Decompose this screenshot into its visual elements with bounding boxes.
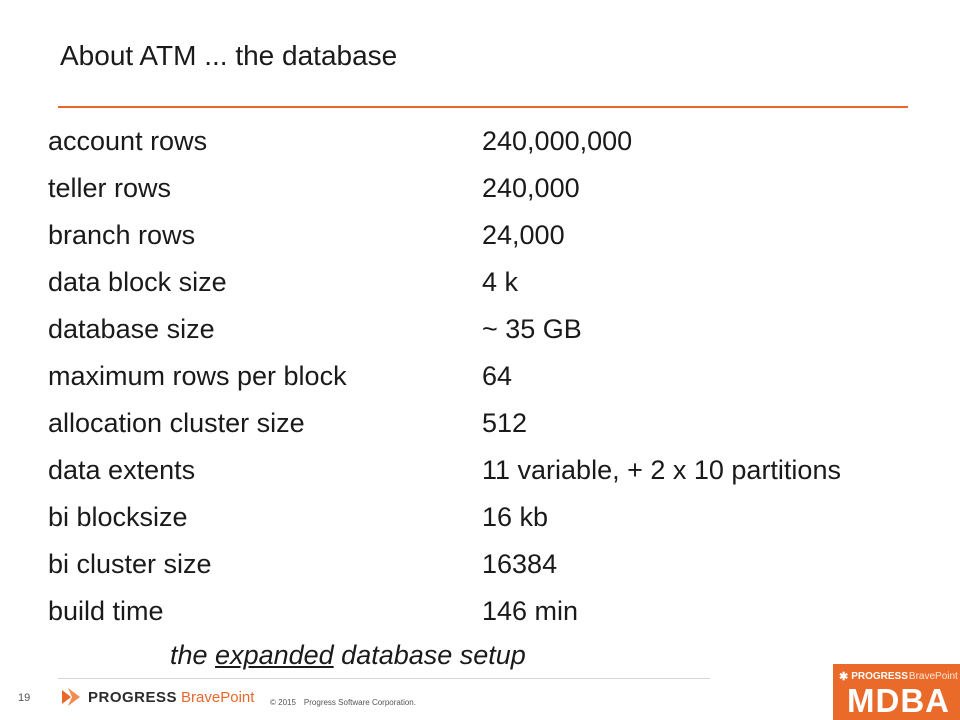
spec-value: ~ 35 GB bbox=[482, 314, 582, 344]
badge-brand-primary: PROGRESS bbox=[851, 671, 908, 682]
spec-row: teller rows 240,000 bbox=[48, 165, 928, 212]
spec-label: data block size bbox=[48, 267, 227, 297]
footer-divider bbox=[58, 678, 710, 679]
spec-label: allocation cluster size bbox=[48, 408, 305, 438]
spec-row: allocation cluster size 512 bbox=[48, 400, 928, 447]
spec-label: branch rows bbox=[48, 220, 196, 250]
spec-label: maximum rows per block bbox=[48, 361, 347, 391]
spec-row: data block size 4 k bbox=[48, 259, 928, 306]
star-icon: ✱ bbox=[839, 671, 849, 683]
spec-value: 240,000 bbox=[482, 173, 580, 203]
spec-label: bi blocksize bbox=[48, 502, 188, 532]
spec-row: build time 146 min bbox=[48, 588, 928, 635]
spec-row: data extents 11 variable, + 2 x 10 parti… bbox=[48, 447, 928, 494]
page-number: 19 bbox=[18, 692, 31, 704]
spec-value: 512 bbox=[482, 408, 528, 438]
spec-value: 16384 bbox=[482, 549, 558, 579]
spec-label: account rows bbox=[48, 126, 208, 156]
spec-label: build time bbox=[48, 596, 164, 626]
copyright-year: © 2015 bbox=[270, 698, 296, 707]
spec-row: maximum rows per block 64 bbox=[48, 353, 928, 400]
badge-brand: ✱ PROGRESS BravePoint bbox=[839, 670, 958, 683]
spec-row: bi blocksize 16 kb bbox=[48, 494, 928, 541]
progress-mark-icon bbox=[62, 688, 80, 706]
subtitle-emphasis: expanded bbox=[215, 640, 334, 670]
spec-label: database size bbox=[48, 314, 215, 344]
subtitle-prefix: the bbox=[170, 640, 216, 670]
spec-value: 16 kb bbox=[482, 502, 549, 532]
logo-brand: PROGRESS bbox=[88, 688, 178, 706]
spec-value: 24,000 bbox=[482, 220, 565, 250]
subtitle-suffix: database setup bbox=[333, 640, 526, 670]
spec-label: data extents bbox=[48, 455, 196, 485]
spec-label: teller rows bbox=[48, 173, 172, 203]
spec-list: account rows 240,000,000 teller rows 240… bbox=[48, 118, 928, 635]
spec-value: 146 min bbox=[482, 596, 579, 626]
logo-brand-secondary: BravePoint bbox=[181, 688, 255, 706]
spec-value: 4 k bbox=[482, 267, 519, 297]
spec-row: database size ~ 35 GB bbox=[48, 306, 928, 353]
spec-label: bi cluster size bbox=[48, 549, 212, 579]
spec-row: branch rows 24,000 bbox=[48, 212, 928, 259]
spec-value: 240,000,000 bbox=[482, 126, 633, 156]
spec-value: 11 variable, + 2 x 10 partitions bbox=[482, 455, 841, 485]
copyright-org: Progress Software Corporation. bbox=[303, 698, 416, 707]
badge-text: MDBA bbox=[847, 682, 950, 719]
progress-logo: PROGRESS BravePoint bbox=[60, 686, 254, 708]
slide-title: About ATM ... the database bbox=[60, 40, 398, 71]
mdba-badge: ✱ PROGRESS BravePoint MDBA bbox=[833, 664, 960, 720]
title-underline bbox=[58, 106, 908, 108]
spec-value: 64 bbox=[482, 361, 513, 391]
badge-brand-secondary: BravePoint bbox=[908, 671, 958, 682]
spec-row: account rows 240,000,000 bbox=[48, 118, 928, 165]
slide-subtitle: the expanded database setup bbox=[170, 640, 526, 671]
copyright-notice: © 2015 Progress Software Corporation. bbox=[270, 698, 416, 707]
spec-row: bi cluster size 16384 bbox=[48, 541, 928, 588]
